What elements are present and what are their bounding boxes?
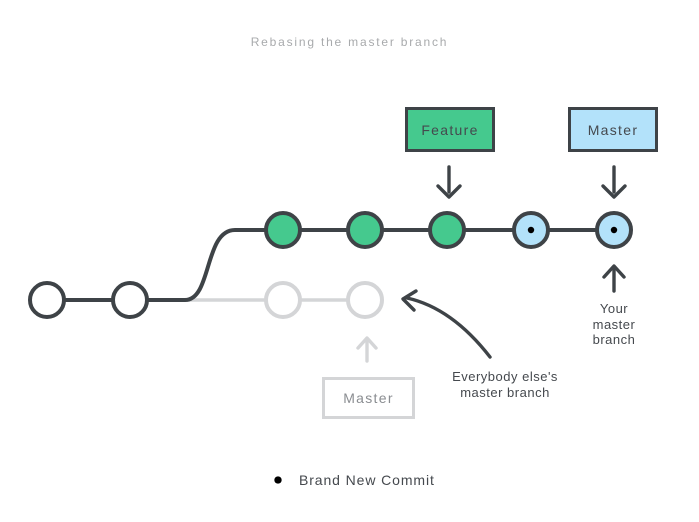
your-master-branch-note: Your master branch (592, 301, 636, 347)
everybody-else-note: Everybody else's master branch (452, 369, 558, 400)
commit-node-base-2 (111, 281, 149, 319)
legend-label: Brand New Commit (299, 472, 435, 488)
feature-branch-label: Feature (421, 121, 479, 138)
master-down-arrow-icon (601, 165, 627, 199)
your-master-up-arrow-icon (602, 264, 626, 293)
old-master-label: Master (343, 390, 394, 406)
master-branch-label-box: Master (568, 107, 658, 152)
main-commit-line (45, 228, 616, 302)
commit-node-faded-1 (264, 281, 302, 319)
commit-node-feature-3 (428, 211, 466, 249)
feature-down-arrow-icon (436, 165, 462, 199)
feature-branch-label-box: Feature (405, 107, 495, 152)
everybody-else-curved-arrow-icon (401, 289, 492, 359)
master-branch-label: Master (587, 121, 639, 138)
commit-node-feature-2 (346, 211, 384, 249)
old-master-up-arrow-icon (356, 336, 378, 363)
page-title: Rebasing the master branch (250, 35, 449, 49)
commit-node-feature-1 (264, 211, 302, 249)
legend-burst-icon (269, 471, 287, 489)
commit-node-faded-2 (346, 281, 384, 319)
commit-node-base-1 (28, 281, 66, 319)
old-master-label-box: Master (322, 377, 415, 419)
